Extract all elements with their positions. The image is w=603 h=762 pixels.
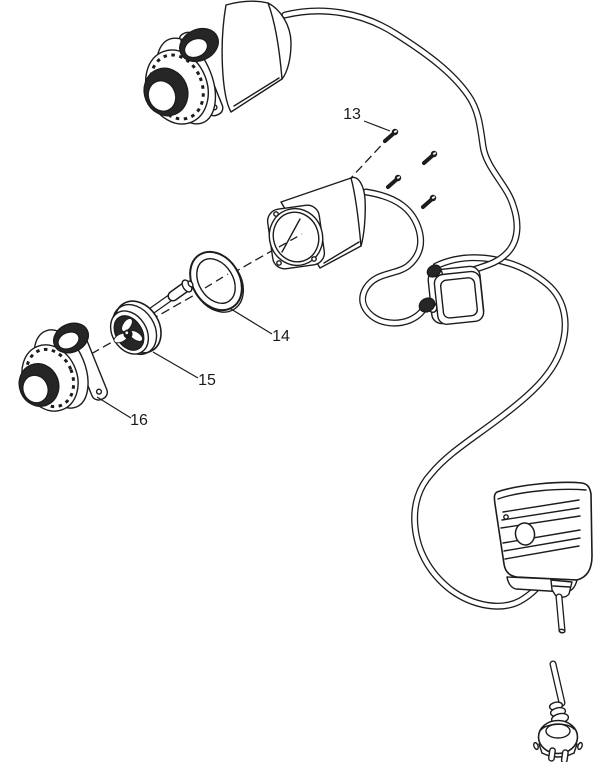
part-label-16: 16 — [130, 412, 148, 429]
motor-housing — [266, 176, 366, 270]
part-labels: 13 14 15 16 — [96, 106, 391, 429]
plug-pin — [560, 749, 569, 762]
mains-plug — [533, 719, 583, 762]
screws-part-13 — [383, 128, 438, 209]
screw — [386, 174, 402, 189]
screw — [383, 128, 399, 143]
pump-housing-part-16 — [18, 322, 108, 412]
power-cable-to-adapter — [411, 254, 569, 610]
mains-cord-and-plug — [533, 593, 583, 762]
assembled-pump — [143, 0, 292, 125]
leader-line-14 — [230, 308, 273, 335]
pump-cable — [281, 7, 521, 278]
plug-pin — [547, 747, 556, 762]
part-label-13: 13 — [343, 106, 361, 123]
part-label-14: 14 — [272, 328, 290, 345]
screw — [422, 150, 438, 165]
leader-line-13 — [363, 120, 391, 132]
screw — [421, 194, 437, 209]
impeller-part-15 — [109, 279, 194, 356]
axis-dashes-through-openings — [204, 233, 303, 289]
junction-box — [418, 264, 485, 325]
cable-gland-bottom — [418, 297, 436, 313]
part-label-15: 15 — [198, 372, 216, 389]
power-adapter — [493, 481, 593, 599]
adapter-led-hole — [503, 514, 509, 520]
leader-line-16 — [96, 396, 132, 419]
adapter-oval-button — [514, 522, 536, 546]
cable-gland-top — [426, 264, 442, 278]
leader-line-15 — [152, 351, 199, 379]
motor-cable — [359, 188, 430, 327]
